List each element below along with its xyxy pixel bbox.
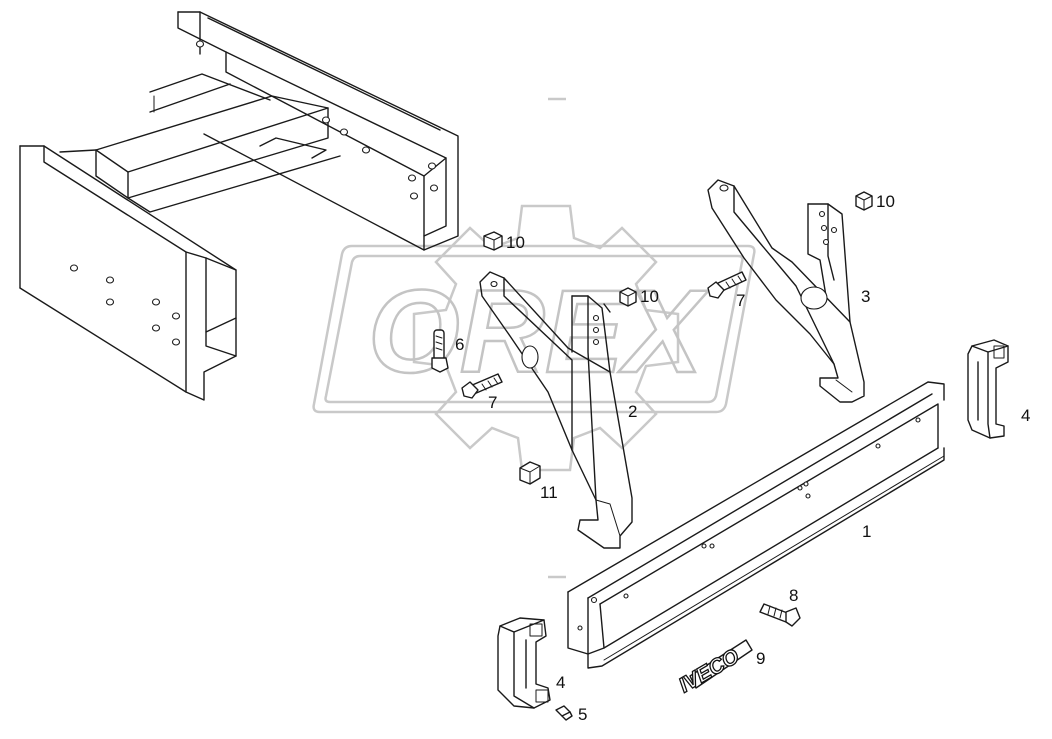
frame-hole	[429, 184, 439, 192]
frame-hole	[409, 192, 419, 200]
bracket-hole	[490, 280, 498, 288]
callout-7-upper: 7	[736, 291, 745, 310]
handle-socket	[535, 689, 549, 703]
handle-screw	[555, 705, 573, 721]
callout-labels: 1 2 3 4 4 5 6 7 7 8 9 10 10 10 11	[455, 192, 1030, 724]
frame-hole	[69, 264, 79, 272]
frame-hole	[361, 146, 371, 154]
crossbar-hole	[805, 493, 811, 499]
frame-hole	[339, 128, 349, 136]
handle-socket	[993, 345, 1005, 359]
frame-hole	[195, 40, 205, 48]
watermark: OREX	[312, 97, 756, 579]
crossbar-hole	[590, 596, 598, 604]
bracket-hole	[592, 314, 600, 322]
frame-hole	[151, 298, 161, 306]
callout-6: 6	[455, 335, 464, 354]
crossbar-hole	[875, 443, 881, 449]
iveco-emblem: IVECO	[674, 639, 753, 698]
frame-hole	[407, 174, 417, 182]
bracket-hole	[592, 338, 600, 346]
bolt-7-upper	[707, 271, 747, 299]
bumper-crossbar	[567, 381, 945, 669]
callout-11: 11	[540, 483, 558, 502]
bolt-shank	[433, 329, 445, 361]
crossbar-hole	[915, 417, 921, 423]
bolt-8	[759, 603, 801, 627]
nut-10-left	[483, 231, 503, 251]
frame-hole	[171, 312, 181, 320]
bolt-6	[431, 329, 449, 373]
callout-7-lower: 7	[488, 393, 497, 412]
bracket-right	[707, 179, 865, 403]
crossbar-hole	[803, 481, 809, 487]
nut-10-mid	[619, 287, 637, 307]
frame-hole	[105, 276, 115, 284]
crossbar-hole	[797, 485, 803, 491]
callout-10-top: 10	[876, 192, 895, 211]
callout-10-mid: 10	[640, 287, 659, 306]
bolt-7-lower	[461, 373, 503, 399]
callout-9: 9	[756, 649, 765, 668]
watermark-gear-icon	[412, 204, 680, 472]
handle-socket	[529, 623, 543, 637]
bracket-hole	[820, 224, 828, 232]
nut-10-top	[855, 191, 873, 211]
frame-hole	[427, 162, 437, 170]
callout-4-left: 4	[556, 673, 565, 692]
callout-8: 8	[789, 586, 798, 605]
bracket-hole	[822, 238, 830, 246]
callout-1: 1	[862, 522, 871, 541]
frame-hole	[171, 338, 181, 346]
bracket-hole	[521, 345, 539, 369]
chassis-frame	[19, 11, 459, 401]
frame-hole	[321, 116, 331, 124]
crossbar-hole	[623, 593, 629, 599]
handle-left	[497, 617, 551, 709]
callout-4-right: 4	[1021, 406, 1030, 425]
crossbar-hole	[709, 543, 715, 549]
callout-3: 3	[861, 287, 870, 306]
crossbar-hole	[577, 625, 583, 631]
bracket-hole	[592, 326, 600, 334]
crossbar-hole	[701, 543, 707, 549]
frame-hole	[105, 298, 115, 306]
nut-11	[519, 461, 541, 485]
bracket-hole	[830, 226, 838, 234]
callout-10-left: 10	[506, 233, 525, 252]
handle-right	[967, 339, 1009, 439]
bracket-hole	[800, 286, 828, 310]
emblem-text: IVECO	[675, 645, 743, 698]
bracket-hole	[818, 210, 826, 218]
watermark-frame	[312, 244, 756, 414]
callout-5: 5	[578, 705, 587, 724]
bracket-left	[479, 271, 633, 549]
bracket-hole	[719, 184, 729, 192]
callout-2: 2	[628, 402, 637, 421]
frame-hole	[151, 324, 161, 332]
